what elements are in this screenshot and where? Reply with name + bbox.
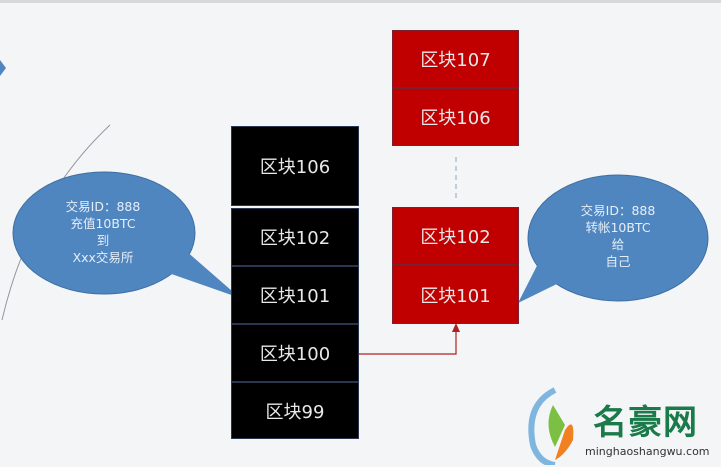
left-bubble-text: 交易ID：888 充值10BTC 到 Xxx交易所 — [33, 198, 173, 266]
arrow-head-icon — [452, 323, 460, 332]
fork-arrow — [359, 330, 457, 355]
bubble-line: 交易ID：888 — [65, 199, 141, 214]
top-border — [0, 0, 721, 3]
slide-marker-icon — [0, 60, 6, 76]
main-block-106: 区块106 — [231, 126, 359, 206]
bubble-line: 交易ID：888 — [580, 203, 656, 218]
main-block-101: 区块101 — [231, 266, 359, 324]
right-bubble-text: 交易ID：888 转帐10BTC 给 自己 — [548, 202, 688, 270]
fork-block-101: 区块101 — [392, 265, 519, 324]
bubble-line: 到 — [96, 233, 110, 248]
watermark-logo: 名豪网 minghaoshangwu.com — [528, 385, 721, 467]
main-block-99: 区块99 — [231, 382, 359, 439]
fork-block-102: 区块102 — [392, 207, 519, 265]
watermark-name: 名豪网 — [593, 403, 698, 443]
right-bubble-shape — [518, 174, 709, 303]
fork-block-107: 区块107 — [392, 30, 519, 88]
bubble-line: Xxx交易所 — [72, 250, 134, 265]
watermark-url: minghaoshangwu.com — [585, 445, 710, 458]
main-block-100: 区块100 — [231, 324, 359, 382]
left-bubble-shape — [12, 171, 240, 298]
fork-block-106: 区块106 — [392, 88, 519, 146]
main-block-102: 区块102 — [231, 208, 359, 266]
face-logo-icon — [528, 387, 574, 465]
bubble-line: 充值10BTC — [70, 216, 136, 231]
bubble-line: 给 — [611, 237, 625, 252]
bubble-line: 自己 — [605, 254, 631, 269]
bubble-line: 转帐10BTC — [585, 220, 651, 235]
